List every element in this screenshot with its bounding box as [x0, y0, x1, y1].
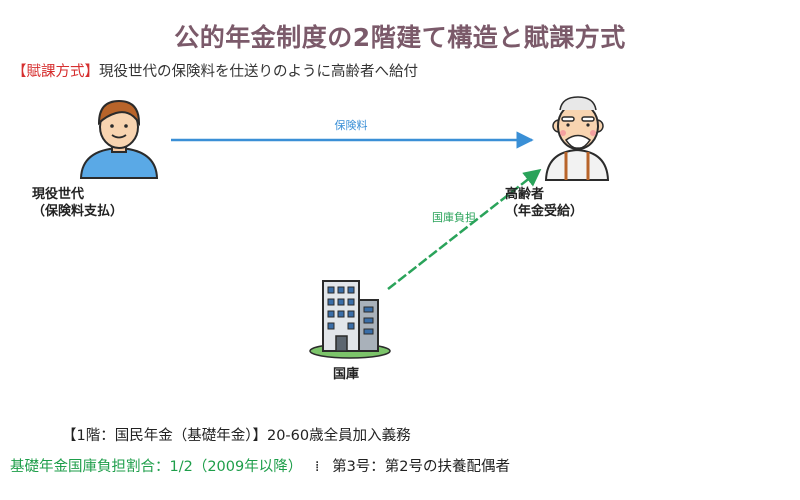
- worker-label-line2: （保険料支払）: [32, 204, 124, 219]
- subsidy-arrow: [387, 168, 542, 290]
- premium-arrow-label: 保険料: [335, 118, 368, 132]
- building-icon: [309, 280, 391, 359]
- footer-separator: ⁞: [314, 459, 320, 475]
- worker-label: 現役世代 （保険料支払）: [32, 186, 123, 220]
- subsidy-arrow-label: 国庫負担: [432, 210, 476, 224]
- footer-notes: 基礎年金国庫負担割合：1/2（2009年以降） ⁞ 第3号：第2号の扶養配偶者: [10, 455, 510, 476]
- footer-first-tier: 【1階：国民年金（基礎年金）】20-60歳全員加入義務: [62, 428, 411, 444]
- elder-icon: [544, 96, 610, 181]
- subtitle-text: 現役世代の保険料を仕送りのように高齢者へ給付: [99, 64, 418, 80]
- page-title: 公的年金制度の2階建て構造と賦課方式: [174, 23, 626, 52]
- elder-label-line1: 高齢者: [505, 187, 545, 202]
- state-label: 国庫: [333, 367, 360, 382]
- worker-label-line1: 現役世代: [32, 187, 85, 202]
- elder-label: 高齢者 （年金受給）: [505, 186, 583, 220]
- subtitle: 【賦課方式】現役世代の保険料を仕送りのように高齢者へ給付: [12, 60, 418, 81]
- footer-subsidy-ratio: 基礎年金国庫負担割合：1/2（2009年以降）: [10, 459, 303, 475]
- elder-label-line2: （年金受給）: [505, 204, 584, 219]
- worker-icon: [79, 99, 159, 179]
- subtitle-prefix: 【賦課方式】: [12, 64, 99, 80]
- footer-category3: 第3号：第2号の扶養配偶者: [332, 459, 511, 475]
